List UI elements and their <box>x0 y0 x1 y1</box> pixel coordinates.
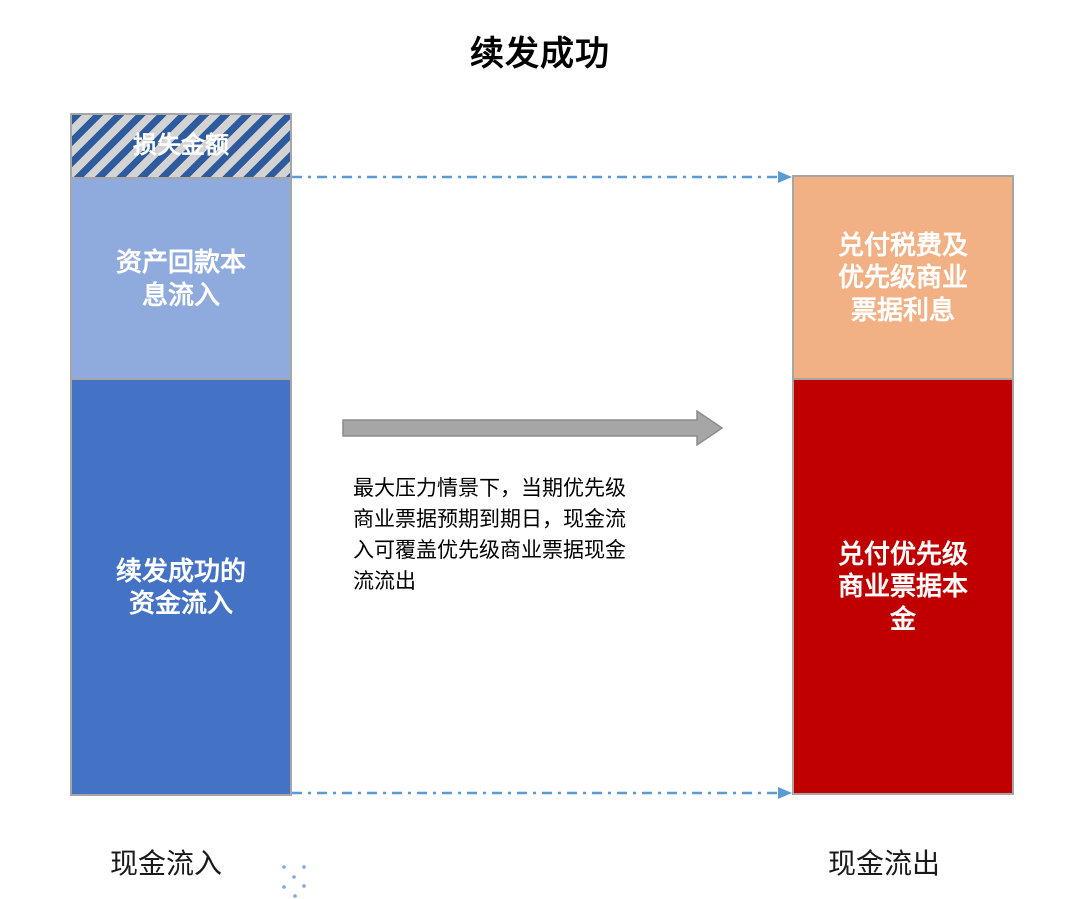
reissue-funds-label: 续发成功的 资金流入 <box>115 555 246 619</box>
asset-repayment-label: 资产回款本 息流入 <box>115 247 246 310</box>
flow-arrow-icon <box>342 409 724 447</box>
inflow-axis-label: 现金流入 <box>110 848 223 879</box>
outflow-axis-label: 现金流出 <box>828 848 941 879</box>
loss-amount-label: 损失金额 <box>133 132 229 159</box>
tax-and-interest-label: 兑付税费及 优先级商业 票据利息 <box>837 229 968 325</box>
stress-scenario-annotation: 最大压力情景下，当期优先级 商业票据预期到期日，现金流 入可覆盖优先级商业票据现… <box>353 477 626 593</box>
principal-payment-label: 兑付优先级 商业票据本 金 <box>837 538 968 634</box>
tax-and-interest-segment: 兑付税费及 优先级商业 票据利息 <box>794 177 1012 378</box>
dotted-artifact <box>282 865 306 898</box>
reissue-funds-segment: 续发成功的 资金流入 <box>72 378 290 794</box>
principal-payment-segment: 兑付优先级 商业票据本 金 <box>794 378 1012 793</box>
inflow-bar: 损失金额 资产回款本 息流入 续发成功的 资金流入 <box>70 113 292 796</box>
loss-amount-segment: 损失金额 <box>72 115 290 177</box>
outflow-bar: 兑付税费及 优先级商业 票据利息 兑付优先级 商业票据本 金 <box>792 175 1014 795</box>
asset-repayment-segment: 资产回款本 息流入 <box>72 177 290 378</box>
diagram-title: 续发成功 <box>470 35 610 73</box>
dashdot-connector-top-icon <box>292 171 792 183</box>
dashdot-connector-bottom-icon <box>292 787 792 799</box>
